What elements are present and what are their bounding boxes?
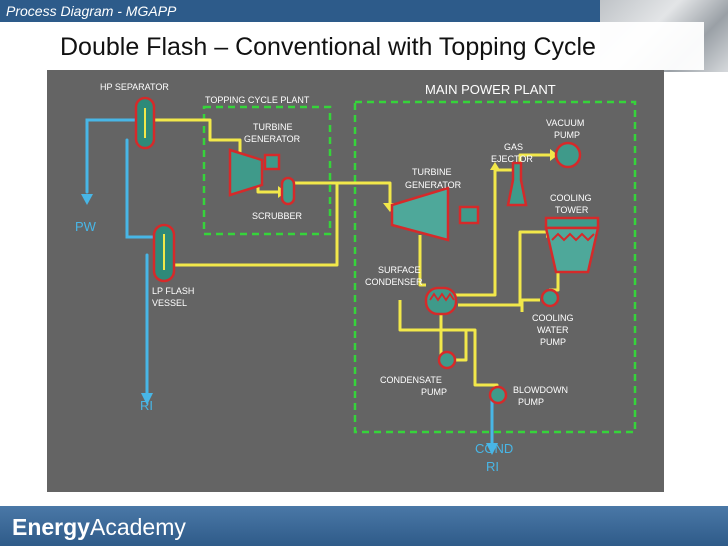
lp-steam-line — [172, 183, 339, 267]
pw-feed-line — [85, 118, 140, 194]
topping-turbine-label-2: GENERATOR — [244, 134, 301, 144]
scrubber-out-line — [292, 181, 392, 205]
ri-left-arrow — [141, 393, 153, 405]
cond-ri-arrow — [486, 443, 498, 455]
gas-ejector-label-2: EJECTOR — [491, 154, 533, 164]
brand-logo: EnergyAcademy — [12, 514, 186, 541]
pw-arrow — [81, 194, 93, 205]
brand-bold: Energy — [12, 514, 90, 540]
steam-arrow-4 — [550, 149, 558, 161]
vacuum-pump-label-1: VACUUM — [546, 118, 584, 128]
cooling-tower-body — [544, 226, 600, 274]
topping-generator — [263, 153, 281, 171]
slide-title: Double Flash – Conventional with Topping… — [60, 33, 596, 61]
scrubber-label: SCRUBBER — [252, 211, 303, 221]
gas-ejector-label-1: GAS — [504, 142, 523, 152]
blowdown-pump — [488, 385, 508, 405]
cw-pump-line — [520, 298, 540, 312]
pw-label: PW — [75, 219, 97, 234]
cooling-return-line — [549, 272, 560, 292]
lp-flash-label-1: LP FLASH — [152, 286, 194, 296]
ri-left-label: RI — [140, 398, 153, 413]
cooling-tower-label-1: COOLING — [550, 193, 592, 203]
blowdown-pump-label-2: PUMP — [518, 397, 544, 407]
main-turbine-label-2: GENERATOR — [405, 180, 462, 190]
surface-condenser-label-2: CONDENSER — [365, 277, 423, 287]
vacuum-line — [518, 153, 550, 165]
cooling-water-pump-label-3: PUMP — [540, 337, 566, 347]
condensate-pump — [437, 350, 457, 370]
main-plant-label: MAIN POWER PLANT — [425, 82, 556, 97]
surface-condenser-label-1: SURFACE — [378, 265, 421, 275]
hp-brine-line — [125, 138, 162, 239]
cooling-tower-zigzag — [551, 232, 595, 242]
condenser-zigzag — [429, 292, 455, 302]
surface-condenser — [424, 286, 458, 316]
vacuum-pump — [554, 141, 582, 169]
main-generator — [458, 205, 480, 225]
cooling-water-pump-label-1: COOLING — [532, 313, 574, 323]
main-turbine — [390, 186, 450, 242]
topping-turbine — [228, 148, 264, 197]
topping-plant-label: TOPPING CYCLE PLANT — [205, 95, 310, 105]
title-band — [24, 22, 704, 70]
cooling-water-pump — [540, 288, 560, 308]
scrubber-vessel — [280, 176, 296, 206]
cooling-water-line — [458, 230, 548, 307]
condensate-pump-label-2: PUMP — [421, 387, 447, 397]
footer-bar — [0, 506, 728, 546]
steam-arrow-6 — [490, 162, 500, 170]
gas-ejector — [506, 161, 528, 207]
blowdown-pump-label-1: BLOWDOWN — [513, 385, 568, 395]
topping-turbine-label-1: TURBINE — [253, 122, 293, 132]
hp-steam-line — [152, 118, 242, 158]
slide-tag: Process Diagram - MGAPP — [6, 3, 177, 19]
lp-flash-label-2: VESSEL — [152, 298, 187, 308]
cond-ri-label-2: RI — [486, 459, 499, 474]
hp-separator-label: HP SEPARATOR — [100, 82, 169, 92]
process-diagram: HP SEPARATOR TOPPING CYCLE PLANT TURBINE… — [47, 70, 664, 492]
turbine-exhaust-line — [418, 235, 426, 287]
condensate-pump-label-1: CONDENSATE — [380, 375, 442, 385]
process-diagram-svg: HP SEPARATOR TOPPING CYCLE PLANT TURBINE… — [75, 82, 637, 474]
topping-plant-zone — [202, 105, 332, 236]
condensate-pump-line — [452, 330, 468, 362]
gas-ejector-line — [455, 168, 513, 297]
vacuum-pump-label-2: PUMP — [554, 130, 580, 140]
main-plant-zone — [353, 100, 637, 434]
cooling-tower-top — [544, 216, 600, 230]
main-turbine-label-1: TURBINE — [412, 167, 452, 177]
cooling-tower-label-2: TOWER — [555, 205, 589, 215]
top-bar — [0, 0, 728, 22]
cond-ri-label-1: COND — [475, 441, 513, 456]
cooling-water-pump-label-2: WATER — [537, 325, 569, 335]
brand-light: Academy — [89, 514, 186, 540]
